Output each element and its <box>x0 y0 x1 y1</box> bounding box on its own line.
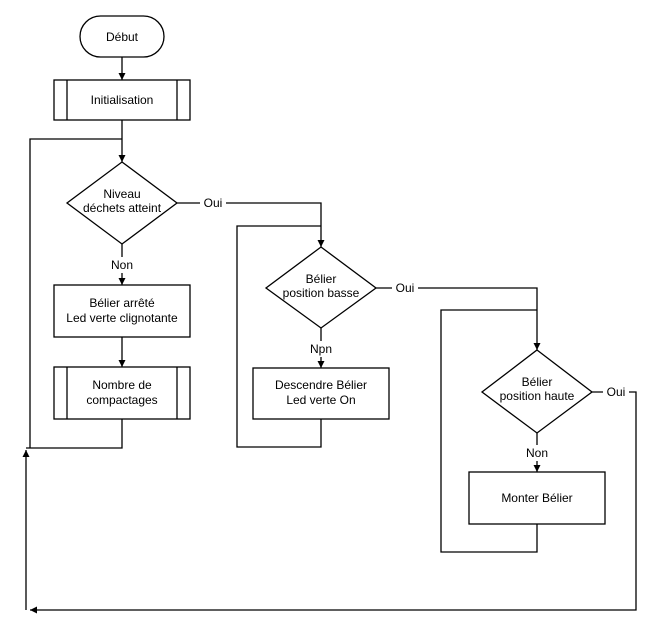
label-high-yes: Oui <box>607 385 626 399</box>
level-decision-line1: Niveau <box>103 187 140 201</box>
ram-high-line2: position haute <box>500 389 575 403</box>
ram-low-line2: position basse <box>283 286 360 300</box>
init-process-box: Initialisation <box>53 79 191 121</box>
ram-stopped-box: Bélier arrêté Led verte clignotante <box>53 284 191 338</box>
ram-high-decision-diamond: Bélier position haute <box>480 349 594 434</box>
edge-low-loop-return <box>236 225 322 448</box>
edge-count-to-loop <box>26 419 123 449</box>
raise-ram-box: Monter Bélier <box>468 471 606 525</box>
raise-ram-label: Monter Bélier <box>501 491 572 505</box>
init-label: Initialisation <box>91 93 154 107</box>
lower-ram-line2: Led verte On <box>286 393 355 407</box>
compaction-count-line1: Nombre de <box>92 378 152 392</box>
ram-low-line1: Bélier <box>306 272 337 286</box>
label-low-no: Npn <box>310 342 332 356</box>
label-level-yes: Oui <box>204 196 223 210</box>
label-low-yes: Oui <box>396 281 415 295</box>
level-decision-line2: déchets atteint <box>83 201 162 215</box>
compaction-count-box: Nombre de compactages <box>53 366 191 420</box>
ram-high-line1: Bélier <box>522 375 553 389</box>
edge-main-loop-return <box>29 138 122 448</box>
ram-low-decision-diamond: Bélier position basse <box>264 246 378 329</box>
label-high-no: Non <box>526 446 548 460</box>
edge-high-loop-return <box>440 309 538 553</box>
start-terminal: Début <box>79 15 165 58</box>
edge-level-yes <box>177 202 325 247</box>
start-label: Début <box>106 30 139 44</box>
level-decision-diamond: Niveau déchets atteint <box>65 161 179 245</box>
edge-low-yes <box>376 287 541 350</box>
lower-ram-box: Descendre Bélier Led verte On <box>252 367 390 420</box>
ram-stopped-line1: Bélier arrêté <box>89 296 155 310</box>
ram-stopped-line2: Led verte clignotante <box>66 311 178 325</box>
edge-labels: Oui Non Oui Npn Oui Non <box>107 195 629 461</box>
compaction-count-line2: compactages <box>86 393 157 407</box>
lower-ram-line1: Descendre Bélier <box>275 378 367 392</box>
label-level-no: Non <box>111 258 133 272</box>
